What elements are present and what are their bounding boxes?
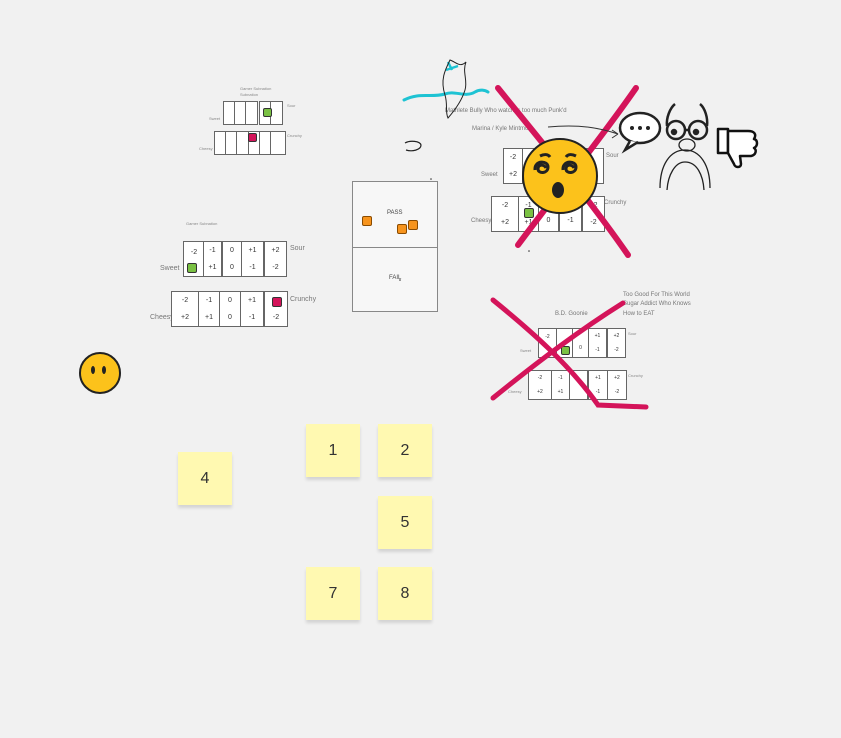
grid-goonie-note: Too Good For This World	[623, 292, 690, 298]
orange-marker[interactable]	[362, 216, 372, 226]
pink-marker[interactable]	[248, 133, 257, 142]
grid-small-sweet-label: Sweet	[209, 116, 221, 121]
grid-medium-title: Gamer Subnation	[186, 221, 218, 226]
sticky-note[interactable]: 8	[378, 567, 432, 620]
pen-dot	[528, 250, 530, 252]
grid-cell: +2-2	[607, 370, 627, 400]
grid-medium-sweet-label: Sweet	[160, 265, 180, 272]
grid-mathlete-title: Mathlete Bully Who watches too much Punk…	[445, 108, 567, 114]
green-marker[interactable]	[187, 263, 197, 273]
sticky-note[interactable]: 1	[306, 424, 360, 477]
grid-small-title: Gamer Subnation	[240, 86, 272, 91]
grid-cell: -1+1	[551, 370, 570, 400]
grid-mathlete-crunchy-label: Crunchy	[604, 200, 627, 206]
grid-cell: +1-1	[241, 241, 264, 277]
sticky-note[interactable]: 7	[306, 567, 360, 620]
grid-goonie-note: Sugar Addict Who Knows	[623, 301, 691, 307]
grid-goonie-sour-label: Sour	[628, 331, 637, 336]
pen-dot	[430, 178, 432, 180]
grid-mathlete-subtitle: Marina / Kyle Mintmo	[472, 126, 529, 132]
grid-cell	[270, 131, 286, 155]
grid-goonie-cheesy-label: Cheesy	[508, 389, 522, 394]
grid-medium-sour-label: Sour	[290, 245, 305, 252]
dizzy-face-icon[interactable]	[522, 138, 598, 214]
sticky-note[interactable]: 2	[378, 424, 432, 477]
cross-mark	[490, 300, 626, 401]
thumbs-down-icon	[716, 127, 759, 169]
pass-label: PASS	[387, 210, 403, 216]
grid-cell	[245, 101, 258, 125]
grid-goonie-title: B.D. Goonie	[555, 311, 588, 317]
orange-marker[interactable]	[397, 224, 407, 234]
bird-sketch	[442, 59, 467, 119]
cross-mark	[490, 297, 649, 410]
fail-label: FAIL	[389, 275, 402, 281]
green-marker[interactable]	[263, 108, 272, 117]
arrow	[547, 125, 619, 139]
grid-cell: -2+2	[528, 370, 552, 400]
sticky-note[interactable]: 5	[378, 496, 432, 549]
grid-goonie-crunchy-label: Crunchy	[628, 373, 643, 378]
cyan-scribble	[402, 88, 490, 102]
glasses-icon	[665, 103, 709, 141]
grid-cell: +1-1	[588, 370, 608, 400]
grid-small-title-line: Subnation	[240, 92, 259, 97]
grid-mathlete-sweet-label: Sweet	[481, 172, 498, 178]
grid-cell: -1+1	[203, 241, 222, 277]
speech-bubble-icon	[618, 111, 662, 154]
pen-squiggle	[404, 140, 422, 152]
grid-cell: +1-1	[240, 291, 264, 327]
grid-goonie-note: How to EAT	[623, 311, 655, 317]
pink-marker[interactable]	[272, 297, 282, 307]
grid-small-sour-label: Sour	[287, 103, 296, 108]
grid-cell: +1-1	[588, 328, 607, 358]
grid-mathlete-cheesy-label: Cheesy	[471, 218, 492, 224]
grid-medium-crunchy-label: Crunchy	[290, 296, 317, 303]
frown-face-sketch	[659, 138, 711, 191]
fail-box[interactable]	[352, 247, 438, 312]
grid-mathlete-sour-label: Sour	[606, 153, 619, 159]
grid-cell: +2-2	[264, 241, 287, 277]
grid-medium-cheesy-label: Cheesy	[150, 314, 174, 321]
pen-dot	[399, 279, 401, 281]
grid-cell: +2-2	[607, 328, 626, 358]
sticky-note[interactable]: 4	[178, 452, 232, 505]
orange-marker[interactable]	[408, 220, 418, 230]
neutral-face-icon[interactable]	[79, 352, 121, 394]
green-marker[interactable]	[524, 208, 534, 218]
grid-goonie-sweet-label: Sweet	[520, 348, 532, 353]
green-marker[interactable]	[561, 346, 570, 355]
grid-small-crunchy-label: Crunchy	[287, 133, 302, 138]
grid-small-cheesy-label: Cheesy	[199, 146, 213, 151]
